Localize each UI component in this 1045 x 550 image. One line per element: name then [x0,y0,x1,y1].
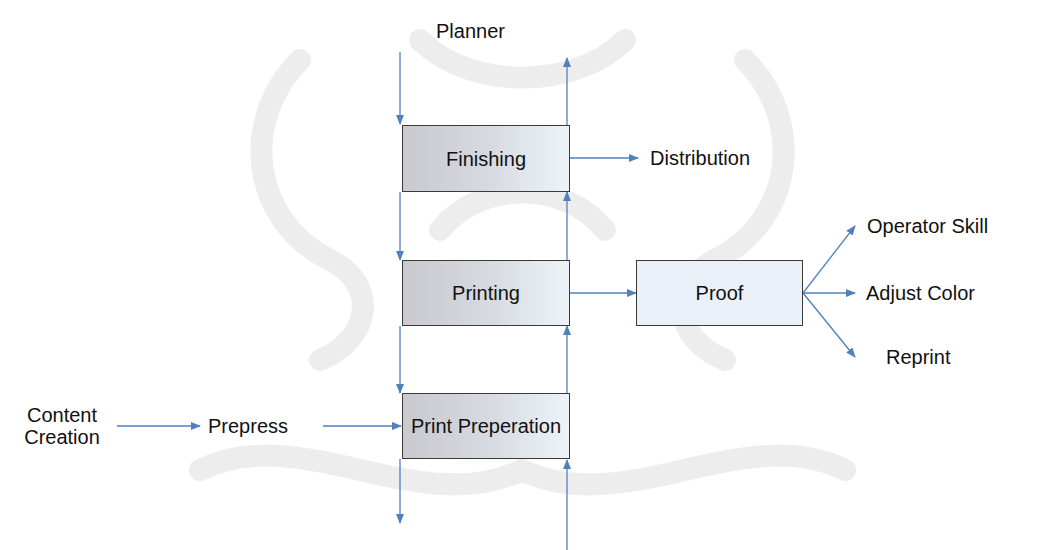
flow-label: Prepress [208,415,288,437]
proof-box: Proof [636,260,803,326]
box-label: Finishing [446,148,526,170]
flow-line [803,292,855,293]
flow-arrow [399,192,400,260]
flow-line [803,293,855,357]
flow-arrow [399,326,400,393]
flow-line [399,52,400,124]
process-box: Finishing [402,125,570,192]
flow-label: Adjust Color [866,282,975,304]
flow-label: Operator Skill [867,215,988,237]
flow-line [117,425,200,426]
box-label: Printing [452,282,520,304]
flow-line [399,459,400,523]
flow-label: Planner [436,20,505,42]
flow-line [570,157,638,158]
process-box: Printing [402,260,570,326]
flow-label: Reprint [886,346,950,368]
flow-label: Content Creation [6,404,118,448]
process-box: Print Preperation [402,393,570,459]
flow-label: Distribution [650,147,750,169]
box-label: Print Preperation [411,415,561,437]
flow-line [566,58,567,125]
flow-arrow [566,192,567,260]
flow-arrow [570,292,636,293]
flow-arrow [566,326,567,393]
flow-line [323,425,401,426]
flow-line [803,226,855,293]
flow-line [566,460,567,550]
box-label: Proof [696,282,744,304]
